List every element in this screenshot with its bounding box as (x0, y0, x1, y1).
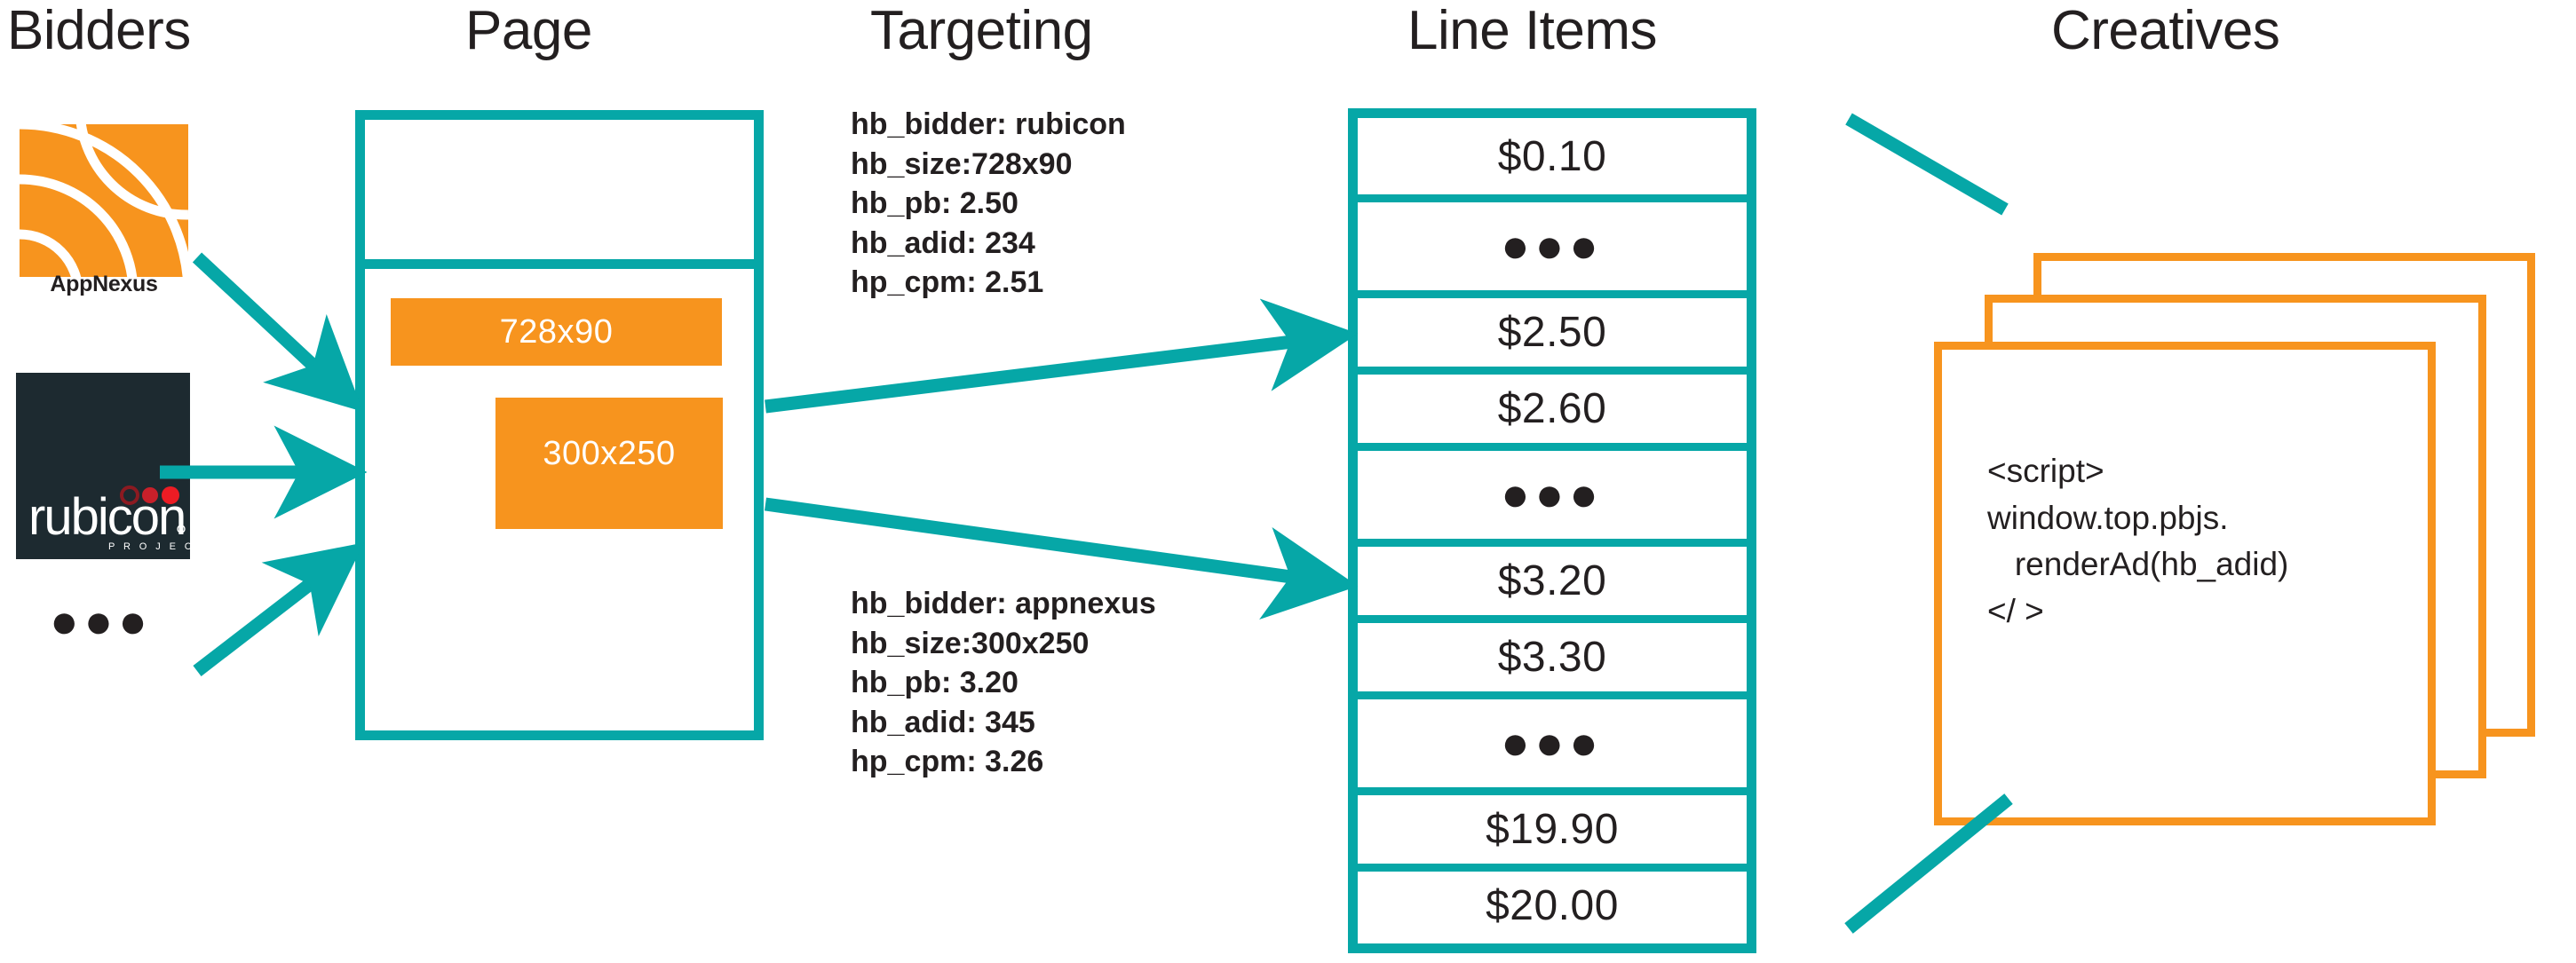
targeting-block-rubicon: hb_bidder: rubicon hb_size:728x90 hb_pb:… (851, 105, 1126, 303)
targeting-line: hb_size:300x250 (851, 626, 1090, 660)
column-header-page: Page (465, 0, 592, 61)
targeting-line: hb_pb: 2.50 (851, 186, 1019, 221)
line-item-row-ellipsis: ●●● (1358, 691, 1747, 787)
bidders-more-ellipsis: ●●● (50, 595, 153, 648)
line-item-row[interactable]: $19.90 (1358, 787, 1747, 864)
connector-lineitems-to-creatives-top (1845, 113, 2009, 216)
line-item-row[interactable]: $3.20 (1358, 539, 1747, 615)
line-item-row[interactable]: $20.00 (1358, 864, 1747, 940)
line-item-row[interactable]: $0.10 (1358, 118, 1747, 194)
creative-code-snippet: <script> window.top.pbjs. renderAd(hb_ad… (1987, 453, 2289, 629)
targeting-line: hb_bidder: rubicon (851, 107, 1126, 141)
column-header-bidders: Bidders (7, 0, 191, 61)
svg-text:P R O J E C T: P R O J E C T (108, 541, 190, 552)
arrow-more-bidders-to-page (193, 542, 364, 676)
line-items-panel: $0.10 ●●● $2.50 $2.60 ●●● $3.20 $3.30 ●●… (1348, 108, 1756, 953)
page-header-divider (355, 259, 764, 269)
line-item-row[interactable]: $3.30 (1358, 615, 1747, 691)
arrow-page-to-lineitem-320 (764, 497, 1359, 620)
appnexus-logo-label: AppNexus (50, 272, 158, 296)
targeting-line: hp_cpm: 2.51 (851, 265, 1044, 300)
column-header-creatives: Creatives (2051, 0, 2280, 61)
targeting-line: hb_size:728x90 (851, 146, 1073, 181)
line-item-row-ellipsis: ●●● (1358, 443, 1747, 539)
targeting-line: hp_cpm: 3.26 (851, 745, 1044, 779)
ad-slot-300x250[interactable]: 300x250 (495, 398, 723, 529)
arrow-appnexus-to-page (192, 252, 363, 412)
targeting-line: hb_pb: 3.20 (851, 666, 1019, 700)
line-item-row[interactable]: $2.50 (1358, 290, 1747, 367)
svg-text:rubicon: rubicon (28, 488, 185, 546)
column-header-line-items: Line Items (1407, 0, 1658, 61)
line-item-row-ellipsis: ●●● (1358, 194, 1747, 290)
ad-slot-728x90[interactable]: 728x90 (391, 298, 722, 366)
targeting-line: hb_adid: 345 (851, 705, 1035, 739)
arrow-page-to-lineitem-250 (765, 298, 1359, 414)
targeting-block-appnexus: hb_bidder: appnexus hb_size:300x250 hb_p… (851, 584, 1156, 782)
targeting-line: hb_bidder: appnexus (851, 587, 1156, 620)
line-item-row[interactable]: $2.60 (1358, 367, 1747, 443)
column-header-targeting: Targeting (870, 0, 1093, 61)
rubicon-logo-icon: rubicon P R O J E C T (16, 373, 190, 559)
creative-card-front[interactable] (1934, 342, 2436, 825)
targeting-line: hb_adid: 234 (851, 225, 1035, 260)
appnexus-logo-icon (20, 124, 188, 277)
